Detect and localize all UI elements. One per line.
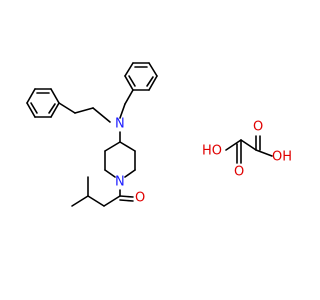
- carbonyl-c-o-bond-a: [119, 195, 134, 198]
- phenethyl-bond-3: [92, 107, 111, 123]
- ketone-oxygen-label: O: [135, 191, 145, 206]
- piperidine-ring: [104, 141, 136, 178]
- benzyl-phenyl-ring: [124, 62, 158, 91]
- amine-nitrogen-label: N: [115, 117, 125, 132]
- phenethyl-phenyl-ring: [26, 88, 60, 118]
- acid-oxygen-top-label: O: [253, 120, 263, 135]
- acid-oxygen-bottom-label: O: [234, 165, 244, 180]
- benzyl-ch2-bond: [124, 89, 134, 105]
- phenethyl-bond-2: [74, 107, 94, 114]
- oxalic-acid: [225, 135, 273, 164]
- acid-hydroxyl-right-label: OH: [272, 150, 292, 165]
- methyl-bond-1: [71, 195, 89, 207]
- carbonyl-c-o-bond-b: [119, 199, 134, 202]
- piperidine-nitrogen-label: N: [115, 175, 125, 190]
- phenethyl-bond-1: [58, 102, 76, 114]
- carbonyl-chain-bond: [103, 195, 121, 207]
- benzyl-n-bond: [119, 103, 126, 119]
- chain-ch-bond: [87, 195, 105, 207]
- chemical-structure: N N O O O HO OH: [26, 62, 292, 207]
- acid-hydroxyl-left-label: HO: [202, 144, 222, 159]
